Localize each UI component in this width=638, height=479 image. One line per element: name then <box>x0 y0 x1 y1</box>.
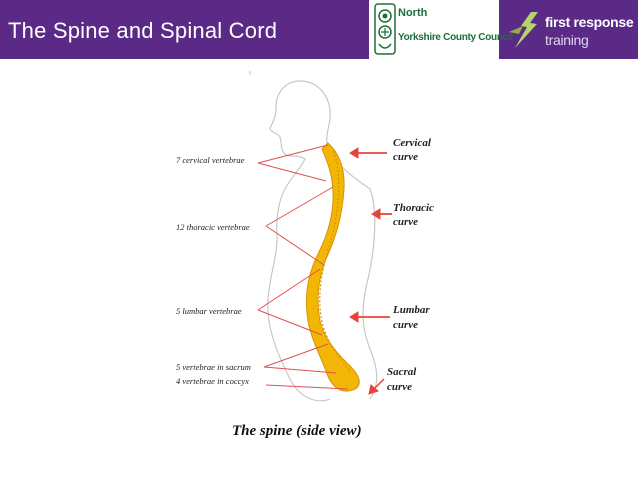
arrow-cervical-head <box>349 147 359 159</box>
leader-cervical <box>257 144 329 182</box>
nycc-logo-line1: North <box>398 7 428 19</box>
title-bar: The Spine and Spinal Cord North Yorkshir… <box>0 0 638 59</box>
curve-thoracic-line1: Thoracic <box>393 202 434 214</box>
curve-sacral-line2: curve <box>387 381 412 393</box>
label-sacrum-vertebrae: 5 vertebrae in sacrum <box>176 362 251 372</box>
arrow-thoracic-head <box>371 208 381 220</box>
curve-arrows <box>349 147 392 395</box>
spine-diagram: 7 cervical vertebrae 12 thoracic vertebr… <box>176 71 434 439</box>
spinal-cord-line <box>319 150 351 372</box>
county-crest-icon <box>374 3 396 55</box>
leader-lines <box>257 144 349 390</box>
slide-title: The Spine and Spinal Cord <box>8 18 278 43</box>
curve-thoracic-line2: curve <box>393 216 418 228</box>
label-cervical-vertebrae: 7 cervical vertebrae <box>176 155 245 165</box>
curve-sacral-line1: Sacral <box>387 366 417 378</box>
label-lumbar-vertebrae: 5 lumbar vertebrae <box>176 306 242 316</box>
frt-logo-line2: training <box>545 32 589 48</box>
curve-lumbar-line1: Lumbar <box>392 304 430 316</box>
curve-lumbar-line2: curve <box>393 319 418 331</box>
leader-coccyx <box>265 384 349 390</box>
nycc-logo-line2: Yorkshire County Council <box>398 32 513 43</box>
body-outline <box>249 71 331 402</box>
spine-shape <box>305 142 360 392</box>
spine-column <box>305 142 360 392</box>
label-thoracic-vertebrae: 12 thoracic vertebrae <box>176 222 250 232</box>
leader-lumbar <box>257 268 323 336</box>
arrow-lumbar-head <box>349 311 359 323</box>
first-response-mark-icon <box>509 12 538 48</box>
nycc-logo: North Yorkshire County Council <box>369 0 513 59</box>
frt-logo-line1: first response <box>545 14 634 30</box>
leader-sacral <box>263 343 337 374</box>
curve-cervical-line1: Cervical <box>393 137 432 149</box>
arrow-sacral-head <box>368 384 379 395</box>
leader-thoracic <box>265 186 334 266</box>
label-coccyx-vertebrae: 4 vertebrae in coccyx <box>176 376 249 386</box>
diagram-caption: The spine (side view) <box>232 423 362 439</box>
back-outline <box>299 80 378 400</box>
curve-cervical-line2: curve <box>393 151 418 163</box>
